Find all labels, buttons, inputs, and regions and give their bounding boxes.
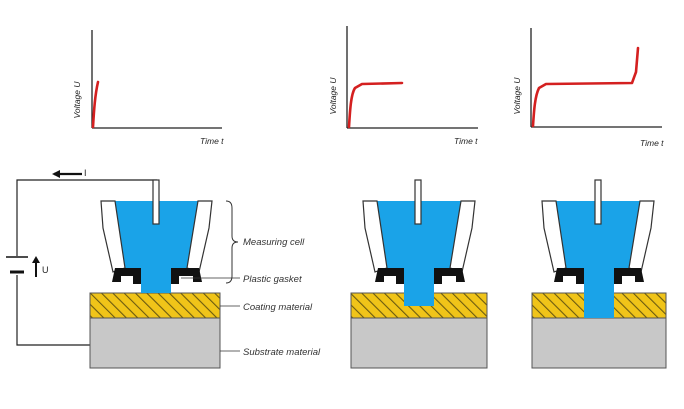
cell-wall-right bbox=[449, 200, 476, 273]
plastic-gasket-right bbox=[614, 268, 644, 284]
electrode bbox=[594, 179, 602, 225]
current-arrow-head bbox=[52, 170, 60, 178]
voltage-curve bbox=[91, 80, 100, 129]
electrolyte bbox=[556, 201, 640, 318]
substrate-layer bbox=[350, 317, 488, 369]
cell-wall-right bbox=[628, 200, 655, 273]
cell-wall-right bbox=[186, 200, 213, 273]
electrode bbox=[414, 179, 422, 225]
electrode bbox=[152, 179, 160, 225]
voltage-curve bbox=[347, 81, 404, 129]
voltage-graph-3: Voltage U Time t bbox=[512, 28, 664, 148]
plastic-gasket-right bbox=[171, 268, 202, 284]
measuring-cell-label: Measuring cell bbox=[243, 237, 305, 248]
current-label: I bbox=[84, 168, 87, 178]
x-axis-label: Time t bbox=[640, 138, 664, 148]
voltage-label: U bbox=[42, 265, 49, 275]
measuring-cell-1 bbox=[89, 179, 240, 369]
measuring-cell-2 bbox=[350, 179, 488, 369]
voltage-arrow-head bbox=[32, 256, 40, 263]
coating-material-label: Coating material bbox=[243, 302, 313, 313]
measuring-cell-3 bbox=[531, 179, 667, 369]
y-axis-label: Voltage U bbox=[328, 77, 338, 115]
circuit-wire bbox=[16, 179, 157, 346]
plastic-gasket bbox=[375, 268, 404, 284]
voltage-curve bbox=[531, 46, 640, 128]
substrate-layer bbox=[531, 317, 667, 369]
y-axis-label: Voltage U bbox=[72, 81, 82, 119]
substrate-layer bbox=[89, 317, 221, 369]
plastic-gasket-right bbox=[434, 268, 465, 284]
y-axis-label: Voltage U bbox=[512, 77, 522, 115]
measuring-cell-brace bbox=[225, 200, 239, 284]
voltage-graph-2: Voltage U Time t bbox=[328, 26, 478, 146]
plastic-gasket-label: Plastic gasket bbox=[243, 274, 302, 285]
electric-circuit: I U bbox=[6, 168, 157, 346]
plastic-gasket bbox=[554, 268, 584, 284]
electrolyte bbox=[377, 201, 461, 306]
voltage-graph-1: Voltage U Time t bbox=[72, 30, 224, 146]
coating-layer bbox=[89, 292, 221, 319]
x-axis-label: Time t bbox=[454, 136, 478, 146]
x-axis-label: Time t bbox=[200, 136, 224, 146]
plastic-gasket bbox=[112, 268, 141, 284]
substrate-material-label: Substrate material bbox=[243, 347, 321, 358]
